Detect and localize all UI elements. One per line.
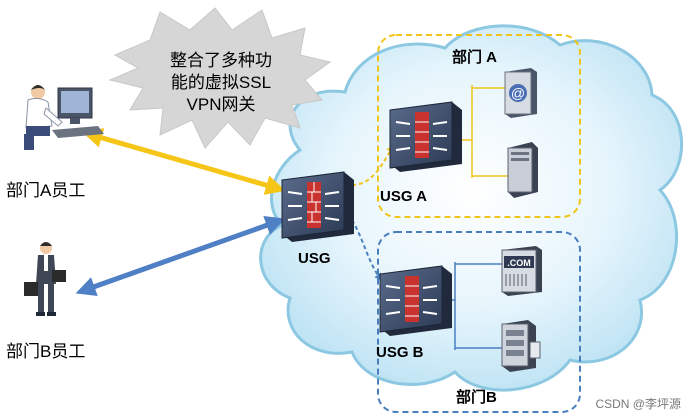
employee-a-label: 部门A员工	[6, 181, 86, 200]
callout-burst	[108, 7, 332, 149]
dept-b-region	[377, 231, 581, 413]
dept-a-region	[377, 34, 581, 218]
usg-a-label: USG A	[380, 188, 427, 205]
arrow-dept-b	[75, 215, 286, 297]
watermark: CSDN @李坪源	[595, 397, 681, 411]
mail-server-icon: @	[504, 68, 537, 118]
callout-line-3: VPN网关	[186, 95, 256, 114]
firewall-icon	[379, 265, 452, 336]
usg-main-label: USG	[298, 250, 331, 267]
rack-server-icon	[501, 320, 541, 372]
web-badge: .COM	[507, 258, 531, 268]
dept-b-label: 部门B	[456, 389, 497, 406]
callout-text: 整合了多种功 能的虚拟SSL VPN网关	[146, 50, 296, 116]
web-server-icon: .COM	[501, 246, 542, 296]
mail-badge: @	[511, 85, 525, 101]
dept-b-links	[445, 262, 502, 350]
computer-user-icon	[24, 85, 104, 150]
usg-b-label: USG B	[376, 344, 424, 361]
server-tower-icon	[507, 142, 538, 198]
dept-a-label: 部门 A	[452, 49, 498, 66]
firewall-icon	[389, 101, 462, 172]
link-usg-to-usg-a	[351, 144, 395, 186]
callout-line-1: 整合了多种功	[170, 51, 272, 70]
callout-line-2: 能的虚拟SSL	[170, 73, 272, 92]
arrow-dept-a	[82, 128, 286, 195]
business-user-icon	[24, 242, 66, 316]
link-usg-to-usg-b	[351, 219, 383, 282]
firewall-icon	[281, 171, 354, 242]
employee-b-label: 部门B员工	[6, 342, 86, 361]
cloud	[259, 24, 683, 392]
